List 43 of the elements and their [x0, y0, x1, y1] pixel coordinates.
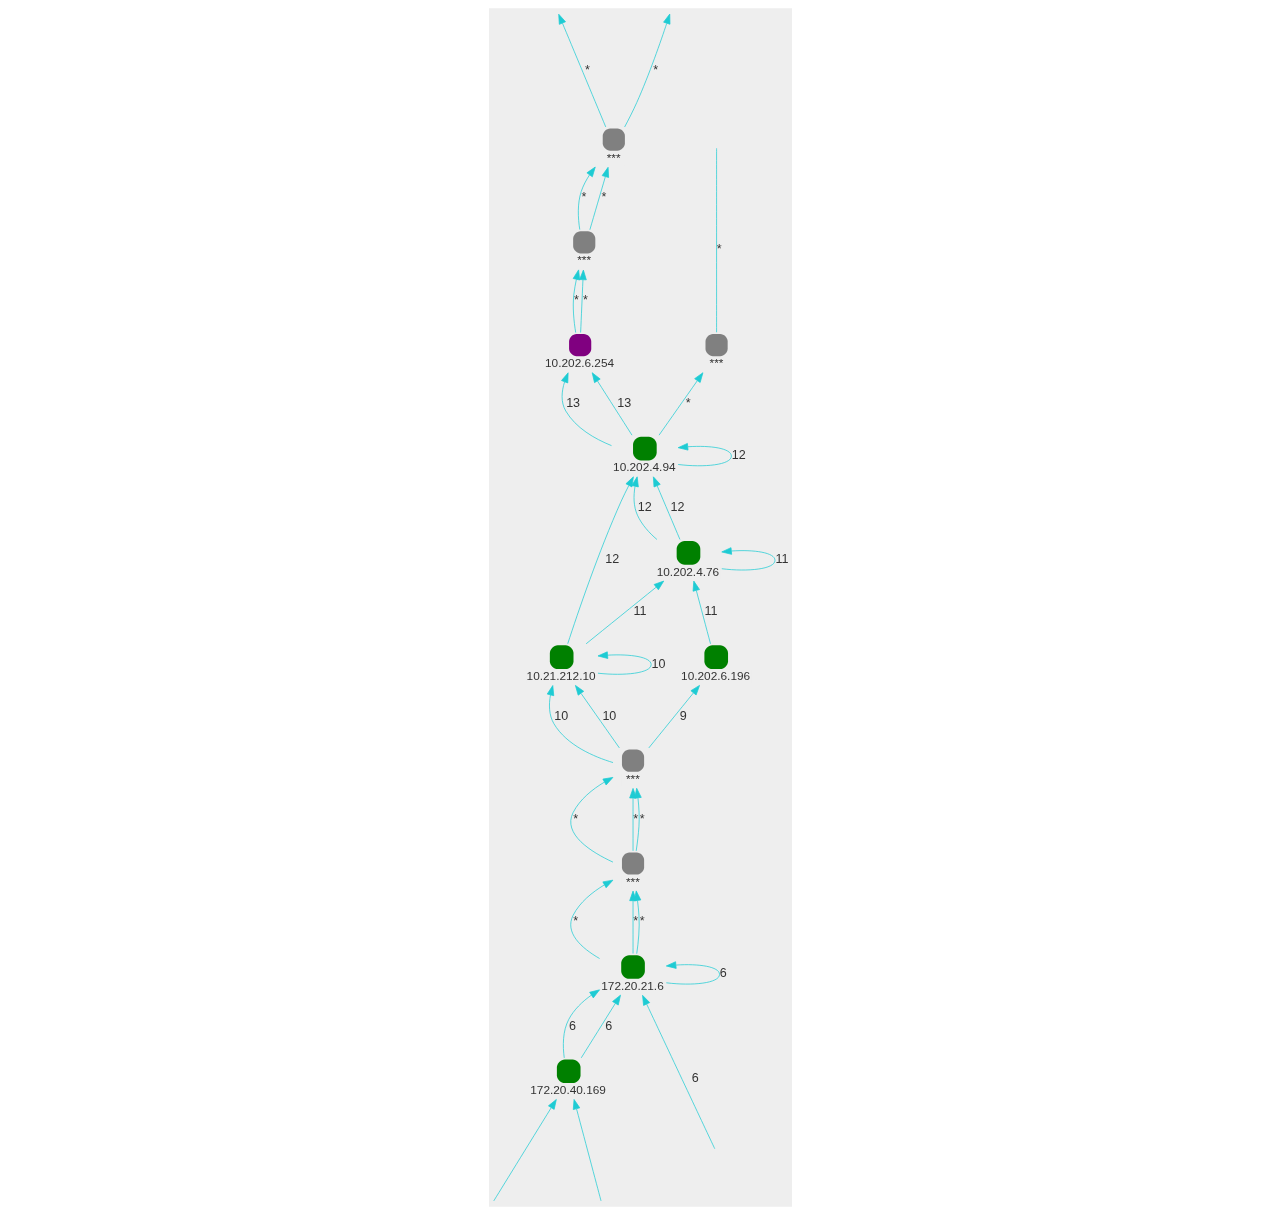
node-label: 172.20.40.169: [529, 1083, 606, 1098]
edge-label: *: [639, 914, 645, 929]
edge-label: *: [572, 914, 578, 929]
node-label: ***: [709, 356, 723, 371]
edge-label: 13: [616, 395, 631, 410]
edge-label: 12: [637, 500, 652, 515]
edge-label: 10: [553, 708, 568, 723]
edge-label: 6: [604, 1018, 612, 1033]
edge-label: 6: [568, 1018, 576, 1033]
edge-label: *: [632, 914, 638, 929]
node-label: ***: [576, 253, 591, 268]
edge-label: *: [639, 811, 645, 826]
edge-label: *: [584, 62, 590, 77]
node-label: ***: [625, 771, 640, 786]
node-label: ***: [606, 150, 621, 165]
node-label: 10.202.4.94: [612, 460, 676, 475]
edge-label: 11: [633, 604, 647, 619]
edge-label: 6: [719, 966, 727, 981]
edge-label: 10: [601, 708, 616, 723]
edge-label: *: [580, 190, 586, 205]
edge-label: 12: [731, 448, 746, 463]
edge-label: 13: [565, 395, 580, 410]
node-label: 10.202.6.196: [680, 668, 750, 683]
edge-label: 12: [669, 500, 684, 515]
node-label: 10.202.4.76: [656, 564, 719, 579]
edge-label: *: [632, 811, 638, 826]
edge-label: 9: [679, 708, 687, 723]
edge-label: 10: [651, 656, 666, 671]
node-label: 10.202.6.254: [544, 356, 614, 371]
edge-label: 11: [704, 604, 718, 619]
edge-label: *: [716, 241, 722, 256]
edge-label: 12: [604, 552, 619, 567]
edge-label: *: [652, 62, 658, 77]
edge-label: *: [572, 811, 578, 826]
edge-label: 11: [775, 552, 789, 567]
edge-label: *: [573, 293, 579, 308]
node-label: 172.20.21.6: [600, 978, 664, 993]
edge-label: *: [685, 395, 691, 410]
edge-label: *: [582, 293, 588, 308]
edge-label: *: [600, 190, 606, 205]
node-label: 10.21.212.10: [526, 668, 596, 683]
edge-label: 6: [691, 1070, 699, 1085]
node-label: ***: [625, 874, 640, 889]
